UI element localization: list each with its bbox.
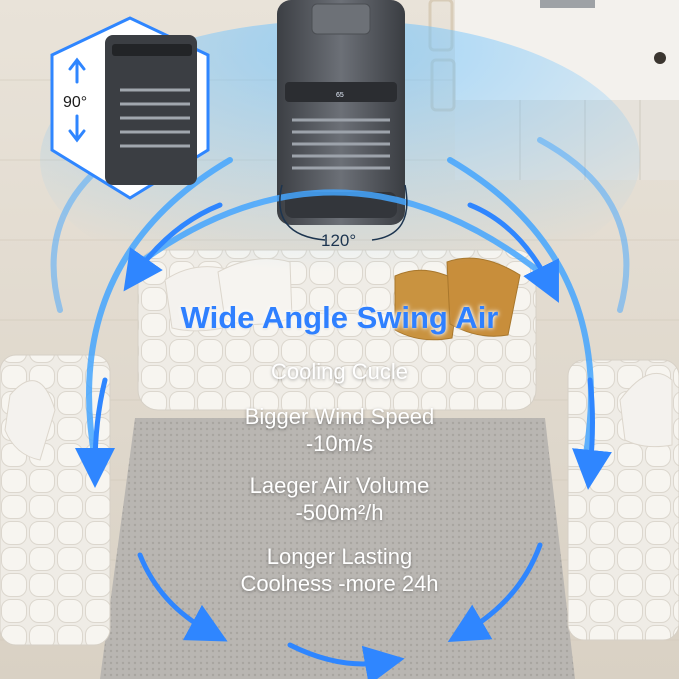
feature-line: -10m/s <box>305 431 374 456</box>
feature-line: Bigger Wind Speed <box>244 404 435 429</box>
vertical-swing-inset <box>50 16 210 200</box>
feature-line: Coolness -more 24h <box>240 571 439 596</box>
grille <box>292 118 390 170</box>
air-cooler-unit <box>277 0 405 225</box>
feature-line: -500m²/h <box>295 500 384 525</box>
feature-cooling-cycle: Cooling Cucle <box>0 358 679 385</box>
headline: Wide Angle Swing Air <box>180 300 499 335</box>
vertical-angle-label: 90° <box>63 94 88 111</box>
down-arrow-icon <box>68 114 86 143</box>
feature-air-volume: Laeger Air Volume -500m²/h <box>0 472 679 526</box>
up-arrow-icon <box>68 57 86 84</box>
horizontal-angle-label: 120° <box>321 231 357 250</box>
feature-long-lasting: Longer Lasting Coolness -more 24h <box>0 543 679 597</box>
feature-wind-speed: Bigger Wind Speed -10m/s <box>0 403 679 457</box>
swing-120-arc <box>279 184 408 241</box>
airflow-arrows <box>75 202 612 679</box>
feature-line: Laeger Air Volume <box>249 473 430 498</box>
device-display-readout: 65 <box>336 92 344 99</box>
feature-line: Cooling Cucle <box>271 359 408 384</box>
control-panel <box>285 82 397 102</box>
feature-line: Longer Lasting <box>266 544 413 569</box>
